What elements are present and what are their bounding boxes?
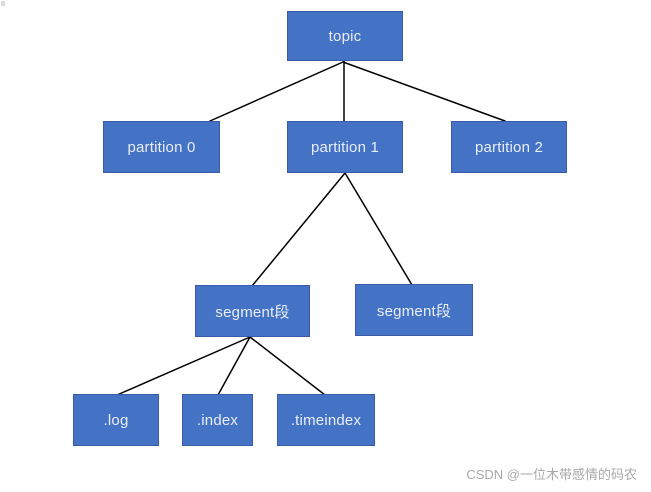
node-topic: topic — [287, 11, 403, 61]
node-timeindex-file: .timeindex — [277, 394, 375, 446]
node-partition-0-label: partition 0 — [127, 138, 196, 156]
node-index-file: .index — [182, 394, 253, 446]
node-timeindex-file-label: .timeindex — [290, 411, 362, 429]
stray-mark — [1, 1, 5, 6]
node-segment-left: segment段 — [195, 285, 310, 337]
node-topic-label: topic — [328, 27, 362, 45]
node-partition-1-label: partition 1 — [310, 138, 380, 156]
connector-topic-partition0 — [209, 61, 344, 122]
connector-partition1-segment-right — [344, 172, 413, 286]
node-segment-right: segment段 — [355, 284, 473, 336]
node-segment-left-label: segment段 — [215, 303, 290, 321]
connector-topic-partition2 — [342, 61, 506, 122]
connector-segment-left-index — [217, 336, 251, 396]
node-log-file: .log — [73, 394, 159, 446]
node-partition-1: partition 1 — [287, 121, 403, 173]
connector-segment-left-timeindex — [249, 336, 326, 396]
node-index-file-label: .index — [196, 411, 239, 429]
node-log-file-label: .log — [103, 411, 129, 429]
node-partition-2: partition 2 — [451, 121, 567, 173]
connector-segment-left-log — [116, 336, 251, 396]
csdn-watermark: CSDN @一位木带感情的码农 — [466, 467, 637, 482]
node-partition-2-label: partition 2 — [474, 138, 544, 156]
node-partition-0: partition 0 — [103, 121, 220, 173]
connector-partition1-segment-left — [251, 172, 346, 287]
node-segment-right-label: segment段 — [376, 302, 452, 320]
